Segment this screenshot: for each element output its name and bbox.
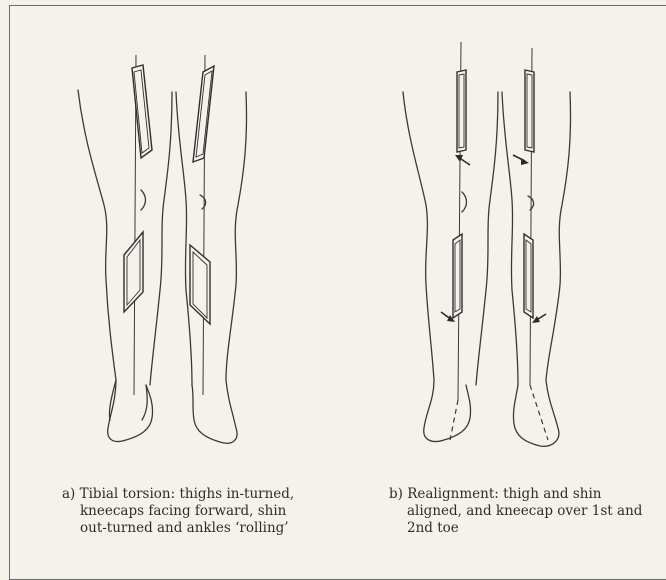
caption-a-line-3: out-turned and ankles ‘rolling’ [62,520,294,537]
figure-b-right-foot-dash [530,385,548,440]
figure-b-left-foot-dash [450,400,458,440]
figure-b-arrow-left-thigh [455,155,470,165]
figure-b-right-leg-inner [502,92,518,385]
figure-b-right-leg-outer [513,92,570,446]
figure-a-right-shin-plate [190,245,210,324]
figure-a-left-shin-plate [124,232,143,312]
figure-a-right-leg-inner [176,92,192,385]
figure-a-left-knee-mark [141,190,146,210]
figure-a-legs [78,55,247,443]
caption-a-line-1: a) Tibial torsion: thighs in-turned, [62,486,294,503]
figure-a-right-thigh-plate [193,66,214,162]
figure-b-arrow-right-thigh [513,155,529,165]
caption-a-line-2: kneecaps facing forward, shin [62,503,294,520]
caption-b-line-2: aligned, and kneecap over 1st and [389,503,642,520]
figure-a-right-knee-mark [200,195,206,209]
figure-b-right-shin-plate [524,234,533,318]
figure-a-left-leg-inner [150,92,172,385]
caption-b: b) Realignment: thigh and shin aligned, … [389,486,642,537]
figure-b-left-leg-inner [476,92,498,385]
figure-b-right-thigh-plate [525,70,534,152]
figure-b-arrow-right-shin [532,314,546,323]
figure-b-left-thigh-plate [457,70,466,152]
figure-b-left-knee-mark [462,192,467,212]
figure-b-legs [403,42,571,446]
caption-a: a) Tibial torsion: thighs in-turned, kne… [62,486,294,537]
figure-b-left-shin-plate [453,234,462,318]
caption-b-line-1: b) Realignment: thigh and shin [389,486,642,503]
caption-b-line-3: 2nd toe [389,520,642,537]
